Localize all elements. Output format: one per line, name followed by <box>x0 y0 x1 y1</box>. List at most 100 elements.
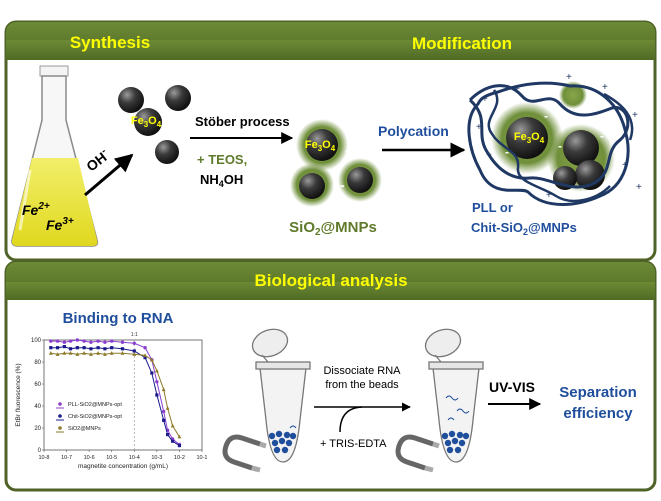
data-point <box>143 356 147 360</box>
svg-text:-: - <box>558 139 562 153</box>
x-tick-label: 10-4 <box>129 455 140 461</box>
data-point <box>82 339 86 343</box>
svg-text:+: + <box>514 84 520 95</box>
dissociate-label-2: from the beads <box>325 379 399 391</box>
data-point <box>62 345 66 349</box>
polymer-coated-cluster: + + + + + + + + + + - - - - <box>467 72 642 206</box>
data-point <box>48 351 53 355</box>
tris-branch <box>339 406 363 433</box>
modification-banner-title: Modification <box>412 34 512 53</box>
tube-free-rna-icon <box>424 328 484 463</box>
data-point <box>62 340 67 344</box>
legend-label: SiO2@MNPs <box>68 426 101 432</box>
x-axis-label: magnetite concentration (g/mL) <box>78 463 168 470</box>
x-tick-label: 10-1 <box>196 455 207 461</box>
data-point <box>75 338 80 342</box>
separation-label-2: efficiency <box>563 405 633 422</box>
data-point <box>132 352 137 356</box>
data-point <box>155 380 159 384</box>
chit-sio2-mnps-label: Chit-SiO2@MNPs <box>471 220 577 237</box>
flask-icon <box>11 65 99 247</box>
stober-label: Stöber process <box>195 114 290 129</box>
y-axis-label: EtBr fluorescence (%) <box>15 363 22 426</box>
data-point <box>155 393 159 397</box>
x-tick-label: 10-7 <box>61 455 72 461</box>
svg-text:-: - <box>372 152 377 168</box>
svg-text:+: + <box>632 110 638 121</box>
fe3o4-core-icon <box>118 87 144 113</box>
data-point <box>177 444 182 448</box>
sio2-mnps-label: SiO2@MNPs <box>289 219 377 238</box>
data-point <box>62 351 67 355</box>
fe3o4-core-icon <box>155 140 179 164</box>
svg-text:-: - <box>296 150 301 166</box>
data-point <box>68 351 73 355</box>
data-point <box>55 339 60 343</box>
chart-plot-area <box>43 339 203 451</box>
legend-label: PLL-SiO2@MNPs-opt <box>68 402 122 408</box>
data-point <box>103 347 107 351</box>
svg-text:+: + <box>482 94 488 105</box>
svg-text:-: - <box>544 109 548 123</box>
data-point <box>68 339 73 343</box>
svg-text:+: + <box>602 82 608 93</box>
x-tick-label: 10-2 <box>174 455 185 461</box>
legend-marker <box>58 426 62 430</box>
data-point <box>177 434 182 439</box>
data-point <box>166 433 170 437</box>
svg-text:-: - <box>294 115 299 131</box>
bottom-banner-fill <box>6 282 655 300</box>
data-point <box>162 418 166 422</box>
ion-fe3: Fe3+ <box>46 216 74 233</box>
data-point <box>49 346 53 350</box>
data-point <box>110 339 114 343</box>
x-tick-label: 10-3 <box>151 455 162 461</box>
data-point <box>96 346 100 350</box>
data-point <box>109 351 114 355</box>
pll-or-label: PLL or <box>472 200 513 215</box>
sio2-coated-particles: - - - - - - <box>290 115 382 207</box>
data-point <box>89 352 93 356</box>
data-point <box>89 340 93 344</box>
data-point <box>171 439 175 443</box>
data-point <box>161 387 166 392</box>
data-point <box>82 346 86 350</box>
data-point <box>75 352 80 356</box>
magnet-icon <box>395 434 440 473</box>
tube-with-beads-icon <box>251 328 311 463</box>
tris-edta-label: + TRIS-EDTA <box>320 438 387 450</box>
legend-label: Chit-SiO2@MNPs-opt <box>68 414 122 420</box>
binding-title: Binding to RNA <box>63 310 174 327</box>
data-point <box>170 423 175 428</box>
svg-text:+: + <box>636 182 642 193</box>
y-tick-label: 0 <box>38 448 42 454</box>
data-point <box>96 339 100 343</box>
data-point <box>103 352 107 356</box>
data-point <box>154 368 159 373</box>
data-point <box>75 346 79 350</box>
svg-text:+: + <box>622 160 628 171</box>
biological-banner-title: Biological analysis <box>254 271 407 290</box>
svg-text:-: - <box>505 145 509 159</box>
svg-text:+: + <box>486 150 492 161</box>
polycation-label: Polycation <box>378 123 449 139</box>
legend-marker <box>58 402 62 406</box>
top-banner-fill <box>6 40 655 60</box>
data-point <box>120 340 125 344</box>
uvvis-label: UV-VIS <box>489 379 535 395</box>
svg-text:-: - <box>343 117 348 133</box>
data-point <box>143 346 147 350</box>
y-tick-label: 60 <box>34 382 41 388</box>
legend-marker <box>58 414 62 418</box>
x-tick-label: 10-8 <box>38 455 49 461</box>
data-point <box>89 347 93 351</box>
y-tick-label: 80 <box>34 360 41 366</box>
data-point <box>150 371 154 375</box>
data-point <box>165 406 170 410</box>
teos-label: + TEOS, <box>197 152 247 167</box>
svg-text:-: - <box>345 142 350 158</box>
svg-text:+: + <box>546 190 552 201</box>
y-tick-label: 100 <box>31 338 42 344</box>
